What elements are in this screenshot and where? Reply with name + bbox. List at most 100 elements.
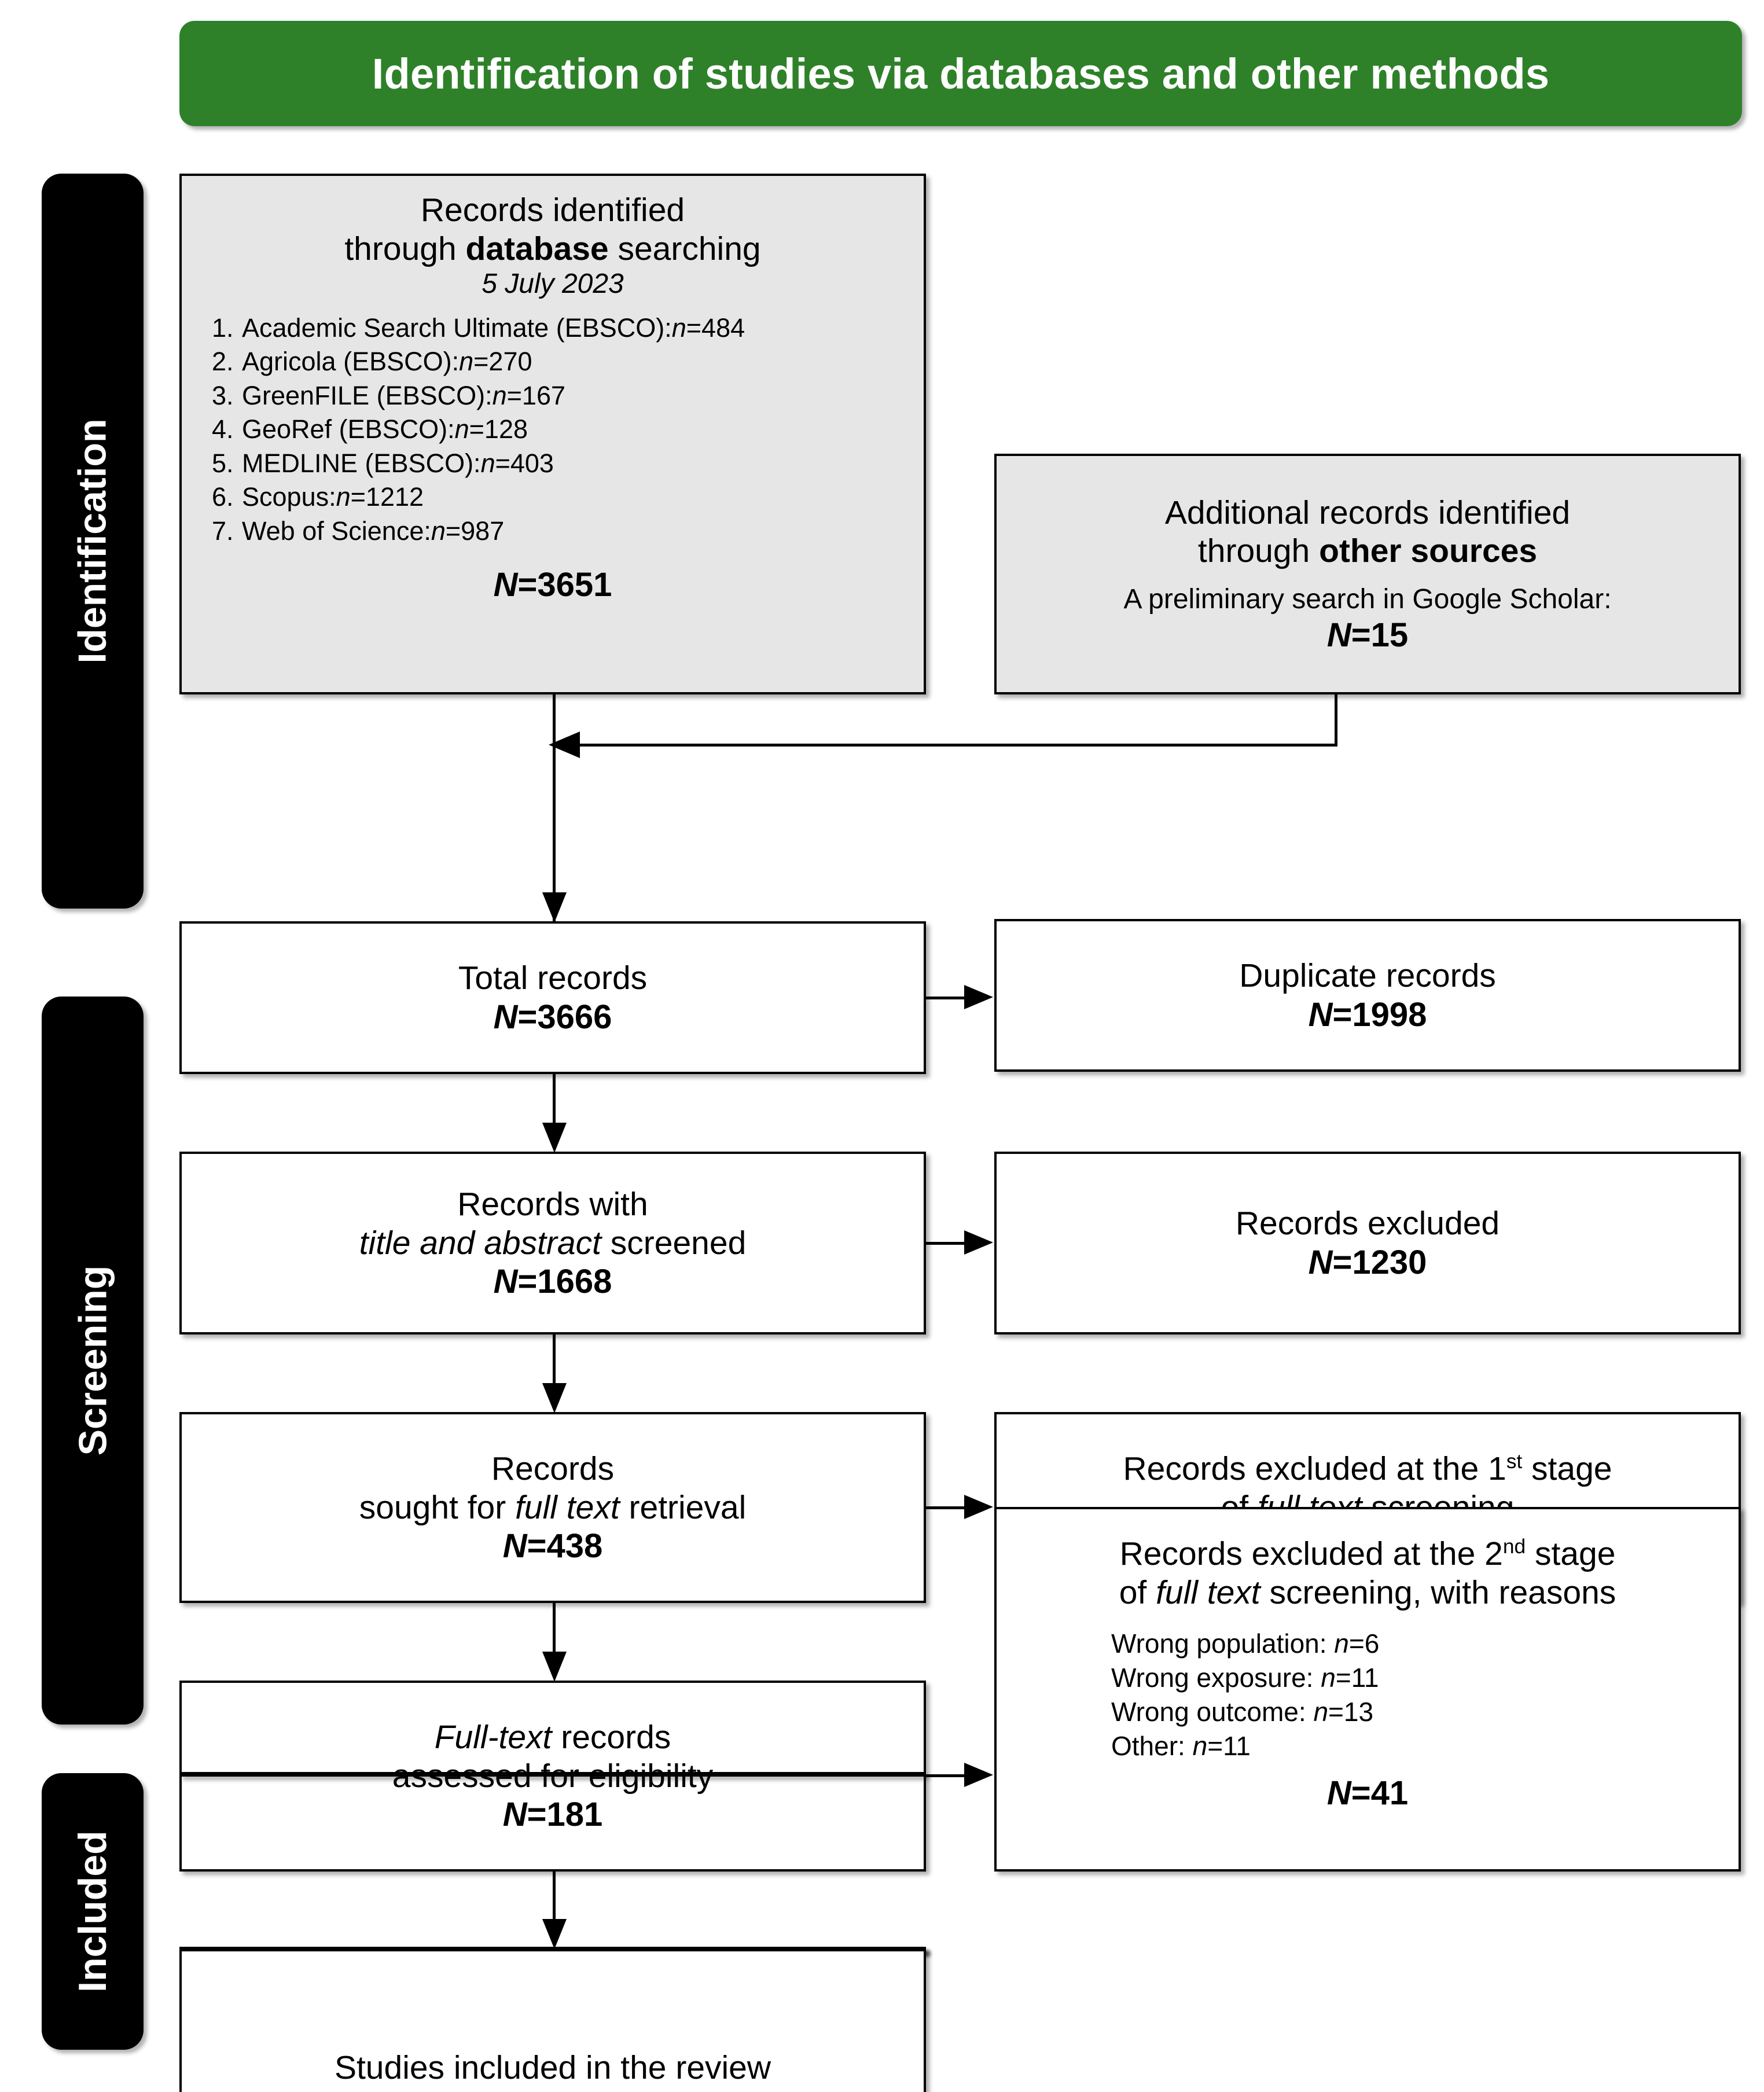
list-item: 5.MEDLINE (EBSCO): n=403 <box>212 447 745 481</box>
db-count: =270 <box>473 347 532 377</box>
db-name: MEDLINE (EBSCO): <box>242 448 481 478</box>
db-title-post: searching <box>608 230 761 267</box>
title-abstract-value: N=1668 <box>494 1262 612 1301</box>
duplicate-records-value: N=1998 <box>1309 995 1427 1034</box>
db-index: 5. <box>212 448 234 478</box>
full-text-sought-line2: sought for full text retrieval <box>359 1488 747 1527</box>
reason-count: =6 <box>1348 1628 1380 1659</box>
excluded-stage1-line1: Records excluded at the 1st stage <box>1123 1450 1612 1488</box>
connector-other-down <box>1335 694 1337 745</box>
box-studies-included <box>179 1772 926 1777</box>
full-text-sought-line1: Records <box>491 1450 615 1487</box>
total-value: =3666 <box>517 998 612 1036</box>
arrowhead-total-to-screened <box>542 1123 567 1153</box>
connector-other-left <box>579 744 1337 747</box>
ex1-pre: Records excluded at the 1 <box>1123 1450 1506 1487</box>
db-n-symbol: n <box>671 312 686 343</box>
total-records-label: Total records <box>458 959 648 997</box>
list-item: Other: n=11 <box>1111 1729 1728 1763</box>
list-item: 2.Agricola (EBSCO): n=270 <box>212 345 745 379</box>
ex1-post: stage <box>1522 1450 1612 1487</box>
eligibility-line1: Full-text records <box>435 1718 671 1757</box>
reason-count: =11 <box>1335 1663 1379 1693</box>
db-n-symbol: n <box>336 482 351 512</box>
total-records-value: N=3666 <box>494 998 612 1036</box>
records-excluded-value: N=1230 <box>1309 1243 1427 1282</box>
excluded-stage2-line1: Records excluded at the 2nd stage <box>1120 1535 1616 1573</box>
fts-pre: sought for <box>359 1488 516 1526</box>
elig-post: records <box>552 1718 671 1756</box>
stage-bar-included: Included <box>42 1773 144 2050</box>
total-value: =1230 <box>1332 1243 1427 1281</box>
db-index: 4. <box>212 414 234 444</box>
db-index: 2. <box>212 347 234 377</box>
total-value: =1998 <box>1332 995 1427 1034</box>
ex2-sup: nd <box>1502 1535 1526 1558</box>
db-count: =484 <box>686 312 745 343</box>
db-name: GeoRef (EBSCO): <box>242 414 455 444</box>
arrowhead-screened-to-excluded <box>964 1230 993 1255</box>
list-item: Wrong population: n=6 <box>1111 1627 1728 1661</box>
database-records-date: 5 July 2023 <box>482 269 624 300</box>
studies-included-value: N=140 <box>503 2087 603 2092</box>
box-excluded-stage2: Records excluded at the 2nd stage of ful… <box>994 1507 1741 1872</box>
reason-count: =11 <box>1207 1731 1251 1761</box>
banner-title: Identification of studies via databases … <box>372 49 1550 98</box>
reason-label: Wrong exposure: <box>1111 1663 1321 1693</box>
ex2-pre: Records excluded at the 2 <box>1119 1535 1503 1572</box>
connector-fulltext-to-eligibility <box>553 1603 556 1667</box>
db-count: =128 <box>469 414 528 444</box>
duplicate-records-label: Duplicate records <box>1239 957 1496 995</box>
database-records-title-line2: through database searching <box>344 230 760 269</box>
connector-fulltext-to-excluded1 <box>926 1506 965 1509</box>
total-value: =3651 <box>517 566 612 604</box>
ta-post: screened <box>601 1224 747 1262</box>
arrowhead-db-to-total <box>542 892 567 922</box>
db-index: 3. <box>212 380 234 410</box>
connector-screened-to-fulltext <box>553 1334 556 1398</box>
box-total-records: Total records N=3666 <box>179 921 926 1074</box>
total-symbol: N <box>493 998 518 1036</box>
ex2-l2-post: screening, with reasons <box>1260 1573 1616 1611</box>
list-item: 3.GreenFILE (EBSCO): n=167 <box>212 379 745 413</box>
box-database-records: Records identified through database sear… <box>179 174 926 694</box>
list-item: 7.Web of Science: n=987 <box>212 514 745 549</box>
total-value: =181 <box>527 1796 603 1834</box>
arrowhead-fulltext-to-excluded1 <box>964 1495 993 1519</box>
stage-label-included: Included <box>71 1830 115 1992</box>
additional-records-total: N=15 <box>1327 616 1408 655</box>
reason-n-symbol: n <box>1192 1731 1208 1761</box>
db-index: 1. <box>212 312 234 343</box>
total-symbol: N <box>1308 1243 1333 1281</box>
arrowhead-eligibility-to-included <box>542 1919 567 1949</box>
arrowhead-screened-to-fulltext <box>542 1383 567 1413</box>
reason-label: Wrong population: <box>1111 1628 1335 1659</box>
connector-total-to-screened <box>553 1074 556 1138</box>
db-name: GreenFILE (EBSCO): <box>242 380 493 410</box>
stage-bar-screening: Screening <box>42 997 144 1725</box>
exclusion-reasons-list: Wrong population: n=6 Wrong exposure: n=… <box>1007 1627 1728 1763</box>
excluded-stage2-line2: of full text screening, with reasons <box>1119 1573 1616 1612</box>
ex2-l2-pre: of <box>1119 1573 1156 1611</box>
list-item: 4.GeoRef (EBSCO): n=128 <box>212 413 745 447</box>
db-name: Scopus: <box>242 482 336 512</box>
db-name: Agricola (EBSCO): <box>242 347 460 377</box>
total-symbol: N <box>493 566 518 604</box>
db-count: =1212 <box>350 482 424 512</box>
reason-count: =13 <box>1328 1697 1374 1727</box>
fts-italic: full text <box>515 1488 620 1526</box>
db-n-symbol: n <box>480 448 495 478</box>
total-value: =438 <box>527 1527 603 1565</box>
db-name: Academic Search Ultimate (EBSCO): <box>242 312 672 343</box>
studies-included-label: Studies included in the review <box>334 2049 771 2087</box>
additional-records-title-line2: through other sources <box>1198 532 1537 571</box>
box-records-excluded: Records excluded N=1230 <box>994 1152 1741 1334</box>
connector-eligibility-to-included <box>553 1872 556 1934</box>
reason-label: Wrong outcome: <box>1111 1697 1314 1727</box>
reason-n-symbol: n <box>1321 1663 1336 1693</box>
db-index: 7. <box>212 516 234 546</box>
arrowhead-eligibility-to-excluded2 <box>964 1763 993 1787</box>
total-symbol: N <box>1326 1774 1351 1812</box>
total-value: =1668 <box>517 1263 612 1301</box>
